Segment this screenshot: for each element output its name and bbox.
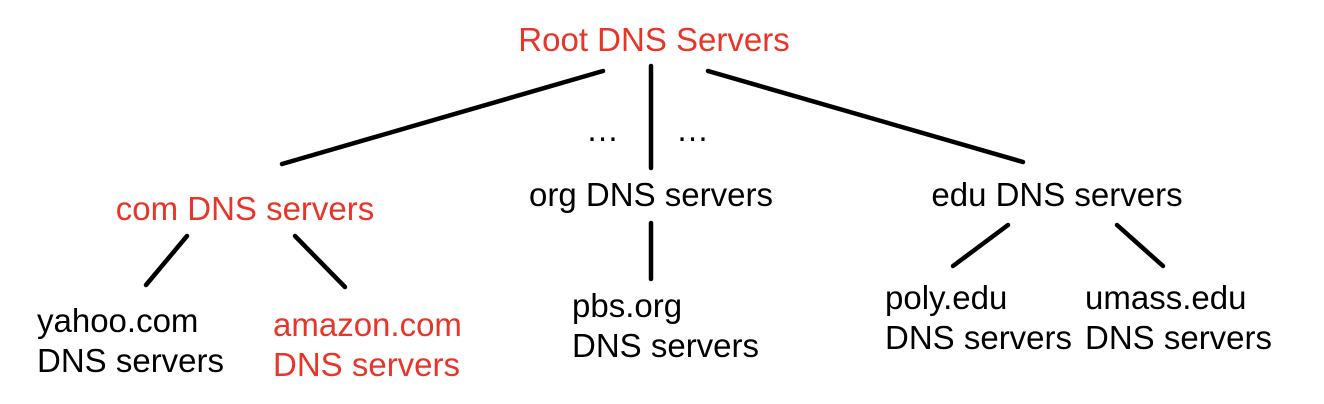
amazon-dns-servers: DNS servers xyxy=(273,346,461,383)
edge-com-amazon xyxy=(292,233,348,290)
pbs-dns-servers: DNS servers xyxy=(572,327,760,364)
poly-dns-servers: DNS servers xyxy=(885,319,1073,356)
pbs-server-label: pbs.org DNS servers xyxy=(572,286,759,366)
umass-domain: umass.edu xyxy=(1085,279,1247,316)
umass-server-label: umass.edu DNS servers xyxy=(1085,278,1272,358)
edge-root-com xyxy=(279,68,606,167)
poly-server-label: poly.edu DNS servers xyxy=(885,278,1072,358)
pbs-domain: pbs.org xyxy=(572,287,683,324)
edge-root-edu xyxy=(705,68,1026,165)
yahoo-domain: yahoo.com xyxy=(37,302,199,339)
edge-com-yahoo xyxy=(143,233,190,288)
edge-edu-umass xyxy=(1114,222,1166,269)
root-dns-servers-label: Root DNS Servers xyxy=(518,21,790,58)
ellipsis-right: … xyxy=(676,111,709,148)
amazon-domain: amazon.com xyxy=(273,306,462,343)
umass-dns-servers: DNS servers xyxy=(1085,319,1273,356)
poly-domain: poly.edu xyxy=(885,279,1008,316)
edu-dns-servers-label: edu DNS servers xyxy=(931,176,1183,213)
yahoo-server-label: yahoo.com DNS servers xyxy=(37,301,224,381)
com-dns-servers-label: com DNS servers xyxy=(115,190,375,227)
edge-edu-poly xyxy=(950,222,1011,269)
org-dns-servers-label: org DNS servers xyxy=(529,176,773,213)
amazon-server-label: amazon.com DNS servers xyxy=(273,305,462,385)
yahoo-dns-servers: DNS servers xyxy=(37,342,225,379)
ellipsis-left: … xyxy=(586,111,619,148)
